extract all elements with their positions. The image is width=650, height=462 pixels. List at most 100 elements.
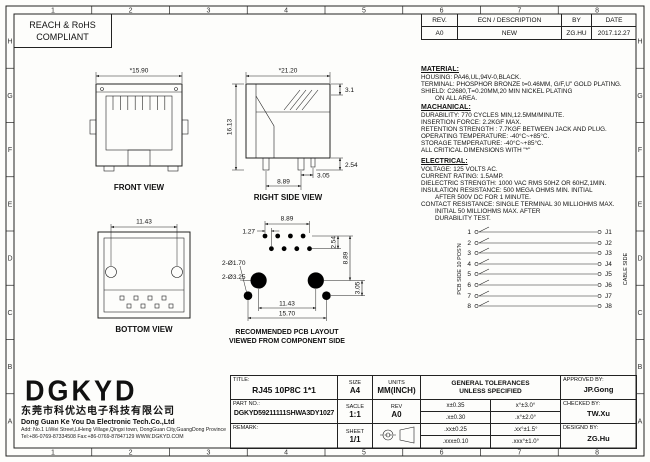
rev-cell-rev: A0 (421, 27, 457, 40)
part-number-label: PART NO.: (233, 401, 260, 407)
tolerance-linear-1: x±0.35 (421, 400, 491, 412)
grid-bottom-4: 4 (284, 450, 288, 457)
rev-cell-date: 2017.12.27 (591, 27, 636, 40)
company-address: Add: No.1 LiWei Street,LiHeng Village,Qi… (21, 427, 227, 433)
note-line: ON ALL AREA. (435, 95, 478, 102)
note-line: VOLTAGE: 125 VOLTS AC. (421, 166, 498, 173)
tolerance-linear-3: .xx±0.25 (421, 424, 491, 436)
note-line: RETENTION STRENGTH : 7.7KGF BETWEEN JACK… (421, 126, 607, 133)
company-name-en: Dong Guan Ke You Da Electronic Tech.Co.,… (21, 419, 175, 426)
grid-right-F: F (638, 147, 642, 154)
grid-top-6: 6 (440, 8, 444, 15)
sheet-cell: SHEET 1/1 (338, 424, 373, 449)
schematic-label-J4: J4 (605, 261, 612, 268)
pcb-shield-dim: 3.05 (355, 281, 362, 294)
front-view-label: FRONT VIEW (114, 183, 165, 192)
bottom-view-drawing: 11.43 BOTTOM VIEW (97, 219, 191, 334)
schematic-label-J3: J3 (605, 250, 612, 257)
compliance-box: REACH & RoHS COMPLIANT (14, 14, 112, 48)
note-line: INITIAL 50 MILLIOHMS MAX. AFTER (435, 208, 541, 215)
right-top-dim: 3.1 (345, 87, 354, 94)
grid-right-D: D (637, 256, 642, 263)
electrical-notes: ELECTRICAL: VOLTAGE: 125 VOLTS AC. CURRE… (421, 158, 635, 222)
right-view-label: RIGHT SIDE VIEW (254, 193, 323, 202)
pcb-depth-dim: 8.89 (343, 251, 350, 264)
grid-bottom-2: 2 (129, 450, 133, 457)
title-block: TITLE: RJ45 10P8C 1*1 PART NO.: DGKYD592… (230, 375, 637, 449)
grid-bottom-3: 3 (206, 450, 210, 457)
tolerance-linear-4: .xxx±0.10 (421, 436, 491, 449)
rev-header-date: DATE (591, 14, 636, 27)
schematic-left-caption: PCB SIDE 10 POS'N (457, 243, 463, 295)
grid-bottom-7: 7 (517, 450, 521, 457)
note-line: INSULATION RESISTANCE: 500 MEGA OHMS MIN… (421, 187, 593, 194)
sheet-label: SHEET (345, 428, 365, 435)
schematic-label-J6: J6 (605, 282, 612, 289)
grid-bottom-5: 5 (362, 450, 366, 457)
schematic-pin-3: 3 (467, 250, 471, 257)
grid-right-G: G (637, 93, 642, 100)
revision-table: REV. ECN / DESCRIPTION BY DATE A0 NEW ZG… (421, 14, 636, 40)
pcb-layout-label-2: VIEWED FROM COMPONENT SIDE (229, 338, 345, 345)
schematic-label-J5: J5 (605, 271, 612, 278)
schematic-right-caption: CABLE SIDE (623, 252, 629, 285)
front-width-dim: *15.90 (130, 68, 149, 75)
company-name-cn: 东莞市科优达电子科技有限公司 (21, 406, 175, 417)
schematic-pin-1: 1 (467, 229, 471, 236)
size-value: A4 (349, 386, 361, 395)
schematic-pin-2: 2 (467, 240, 471, 247)
checked-by-label: CHECKED BY: (563, 401, 600, 407)
grid-bottom-6: 6 (440, 450, 444, 457)
schematic-label-J7: J7 (605, 293, 612, 300)
title-cell: TITLE: RJ45 10P8C 1*1 (231, 376, 338, 400)
schematic-label-J8: J8 (605, 303, 612, 310)
tolerance-header-cell: GENERAL TOLERANCES UNLESS SPECIFIED (421, 376, 561, 400)
note-line: DURABILITY TEST. (435, 215, 491, 222)
wiring-schematic: PCB SIDE 10 POS'N CABLE SIDE 1 J1 2 J2 3… (457, 226, 629, 310)
tolerance-angular-4: .xxx°±1.0° (491, 436, 561, 449)
grid-left-B: B (8, 364, 13, 371)
tolerance-angular-2: .x°±2.0° (491, 412, 561, 424)
grid-left-C: C (7, 310, 12, 317)
mechanical-title: MACHANICAL: (421, 104, 471, 111)
right-leg-pitch-dim: 8.89 (277, 179, 290, 186)
rev-cell-description: NEW (457, 27, 561, 40)
units-value: MM(INCH) (377, 386, 416, 395)
pcb-span-dim: 8.89 (281, 216, 294, 223)
part-number-cell: PART NO.: DGKYD59211111SHWA3DY1027 (231, 400, 338, 424)
note-line: INSERTION FORCE: 2.2KGF MAX. (421, 119, 522, 126)
checked-by-cell: CHECKED BY: TW.Xu (561, 400, 637, 424)
scale-label: SACLE (345, 404, 365, 410)
grid-top-3: 3 (206, 8, 210, 15)
grid-left-G: G (7, 93, 12, 100)
rev-label: REV (390, 404, 403, 410)
material-title: MATERIAL: (421, 66, 459, 73)
title-label: TITLE: (233, 377, 250, 383)
mechanical-notes: MACHANICAL: DURABILITY: 770 CYCLES MIN,1… (421, 104, 635, 154)
compliance-line-2: COMPLIANT (36, 31, 89, 42)
grid-right-E: E (638, 201, 643, 208)
grid-top-4: 4 (284, 8, 288, 15)
grid-top-8: 8 (595, 8, 599, 15)
schematic-pin-7: 7 (467, 293, 471, 300)
tolerance-angular-3: .xx°±1.5° (491, 424, 561, 436)
grid-reference-labels: 1 2 3 4 5 6 7 8 1 2 3 4 5 6 7 8 H G F E … (7, 8, 642, 457)
checked-by-value: TW.Xu (587, 409, 610, 418)
tolerance-linear-2: .x±0.30 (421, 412, 491, 424)
note-line: OPERATING TEMPERATURE: -40°C~+85°C. (421, 133, 550, 140)
schematic-label-J2: J2 (605, 240, 612, 247)
rev-cell-by: ZG.HU (561, 27, 591, 40)
designed-by-label: DESIGND BY: (563, 425, 599, 431)
note-line: CURRENT RATING: 1.5AMP. (421, 173, 504, 180)
grid-bottom-1: 1 (51, 450, 55, 457)
units-cell: UNITS MM(INCH) (373, 376, 421, 400)
rev-header-description: ECN / DESCRIPTION (457, 14, 561, 27)
approved-by-value: JP.Gong (583, 385, 614, 394)
right-shield-pitch-dim: 3.05 (317, 173, 330, 180)
note-line: TERMINAL: PHOSPHOR BRONZE t=0.46MM, G/F,… (421, 81, 622, 88)
grid-left-H: H (7, 39, 12, 46)
pcb-rows-dim: 2.54 (331, 236, 338, 249)
material-notes: MATERIAL: HOUSING: PA46,UL,94V-0,BLACK. … (421, 66, 635, 102)
grid-left-F: F (8, 147, 12, 154)
